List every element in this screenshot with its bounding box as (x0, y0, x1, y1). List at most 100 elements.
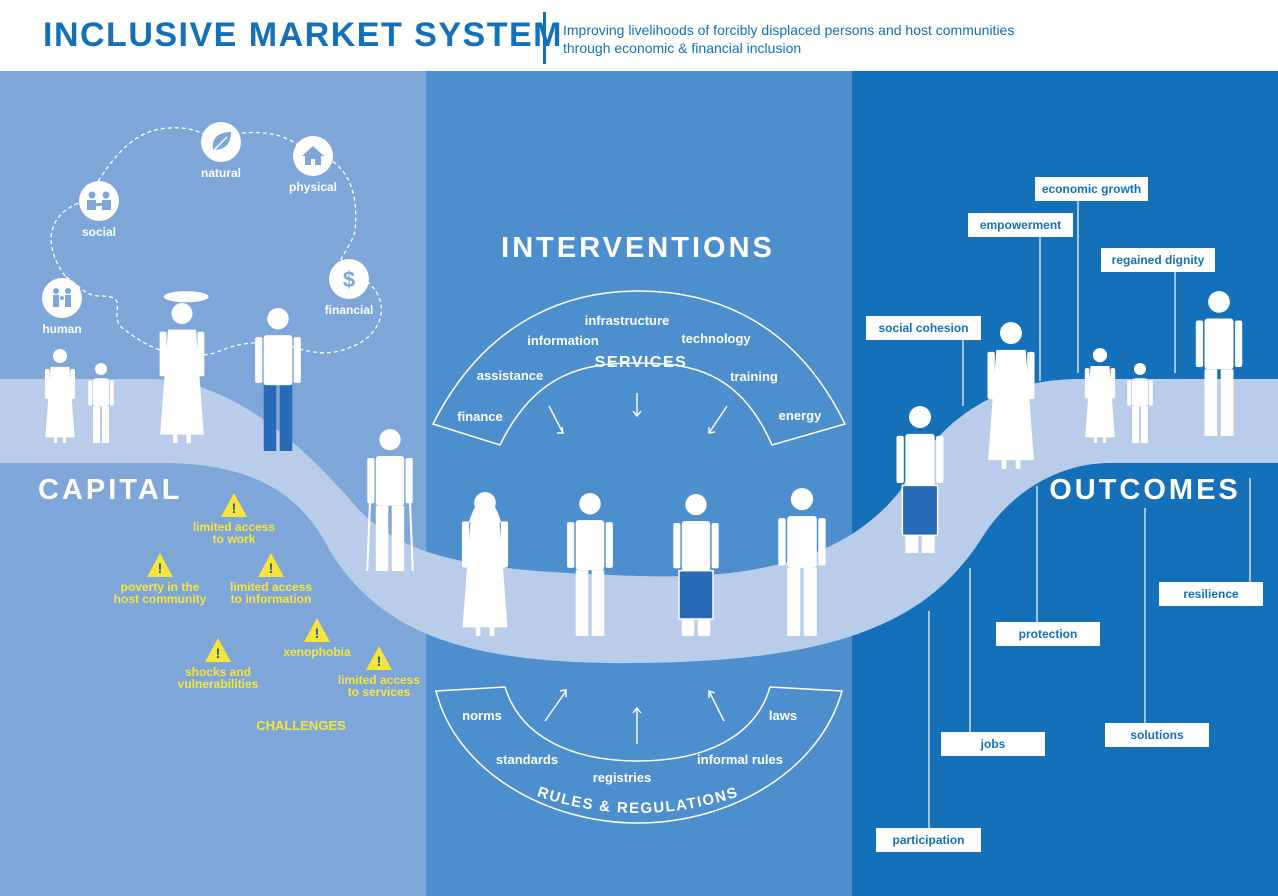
person-arm (255, 337, 263, 383)
outcomes-heading: OUTCOMES (1049, 474, 1241, 506)
person-leg (803, 567, 817, 636)
person-leg (375, 505, 389, 571)
outcome-box (968, 213, 1073, 237)
person-arm (711, 522, 719, 569)
arrowhead (559, 689, 567, 697)
person-leg (1015, 460, 1021, 469)
person-arm (461, 521, 470, 568)
challenge-label-line1: shocks and (185, 665, 251, 679)
capital-asset-circle (329, 259, 369, 299)
person-head (1092, 348, 1108, 363)
woman-basket-figure (159, 291, 209, 443)
person-torso (681, 520, 711, 571)
person-leg (63, 437, 67, 443)
person-arm (159, 331, 167, 377)
challenge-label-line2: vulnerabilities (178, 677, 259, 691)
outcome-box (876, 828, 981, 852)
person-arm (70, 368, 76, 399)
person-head (267, 308, 289, 330)
capital-heading: CAPITAL (38, 474, 183, 506)
person-head (379, 429, 401, 451)
capital-asset-label: social (82, 225, 116, 239)
arrowhead (708, 427, 716, 434)
outcome-label: empowerment (980, 218, 1061, 232)
challenge-label-line1: limited access (193, 520, 275, 534)
challenge-label-line1: limited access (338, 673, 420, 687)
house-icon (302, 146, 324, 165)
outcome-label: social cohesion (878, 321, 968, 335)
outcome-lower-1: protection (996, 486, 1100, 646)
outcome-box (941, 732, 1045, 756)
person-head (579, 493, 601, 515)
outcome-label: economic growth (1042, 182, 1141, 196)
handshake-icon (87, 191, 111, 210)
capital-asset-financial: $ financial (325, 259, 374, 317)
outcome-lower-2: solutions (1105, 508, 1209, 747)
warning-glyph: ! (377, 653, 382, 669)
rules-arc (435, 686, 843, 824)
outcome-lower-0: resilience (1159, 478, 1263, 606)
person-head (95, 363, 107, 375)
person-leg (391, 505, 405, 571)
person-arm (896, 435, 904, 483)
outcome-box (1101, 248, 1215, 272)
outcome-box (996, 622, 1100, 646)
person-arm (1148, 380, 1153, 406)
outcome-label: resilience (1183, 587, 1239, 601)
person-torso (1132, 378, 1148, 407)
arrowhead (632, 706, 642, 714)
warning-glyph: ! (158, 560, 163, 576)
outcome-upper-3: social cohesion (866, 316, 981, 406)
outcome-upper-2: regained dignity (1101, 248, 1215, 373)
arrowhead (632, 410, 642, 418)
person-arm (987, 351, 995, 399)
capital-asset-label: financial (325, 303, 374, 317)
person-head (1208, 291, 1230, 313)
person-leg (1132, 406, 1140, 443)
person-arm (109, 380, 114, 406)
family-icon (53, 288, 71, 307)
person-leg (186, 434, 191, 443)
girl-figure (44, 349, 76, 443)
page-subtitle: Improving livelihoods of forcibly displa… (563, 21, 1083, 57)
warning-icon (366, 646, 392, 670)
person-head (790, 488, 814, 511)
person-dress (988, 349, 1034, 461)
person-arm (44, 368, 50, 399)
capital-asset-circle (79, 181, 119, 221)
down-arrow-icon (548, 405, 564, 434)
rule-label: registries (593, 770, 652, 785)
person-leg (93, 406, 101, 443)
outcome-label: participation (892, 833, 964, 847)
woman-skirt-figure (673, 494, 719, 636)
warning-glyph: ! (232, 500, 237, 516)
person-arm (1027, 351, 1035, 399)
capital-asset-label: natural (201, 166, 241, 180)
challenge-label-line1: limited access (230, 580, 312, 594)
person-arm (673, 522, 681, 569)
capital-asset-physical: physical (289, 136, 337, 194)
woman-figure (987, 322, 1035, 469)
person-cane (408, 498, 414, 572)
capital-asset-label: human (42, 322, 81, 336)
person-leg (1204, 369, 1218, 436)
challenge-3: !xenophobia (283, 618, 351, 659)
person-arm (567, 522, 575, 568)
dollar-glyph: $ (343, 267, 355, 292)
outcome-label: protection (1019, 627, 1078, 641)
outcome-label: jobs (980, 737, 1006, 751)
person-torso (905, 433, 935, 486)
man-figure (778, 488, 826, 636)
rule-label: informal rules (697, 752, 783, 767)
subtitle-line-2: through economic & financial inclusion (563, 40, 802, 56)
arrowhead (708, 690, 716, 698)
outcome-lower-4: participation (876, 611, 981, 852)
person-arm (500, 521, 509, 568)
up-arrow-icon (544, 690, 567, 722)
person-arm (778, 518, 786, 566)
subtitle-line-1: Improving livelihoods of forcibly displa… (563, 22, 1015, 38)
elderly-man-figure (366, 429, 414, 572)
outcome-label: solutions (1130, 728, 1184, 742)
